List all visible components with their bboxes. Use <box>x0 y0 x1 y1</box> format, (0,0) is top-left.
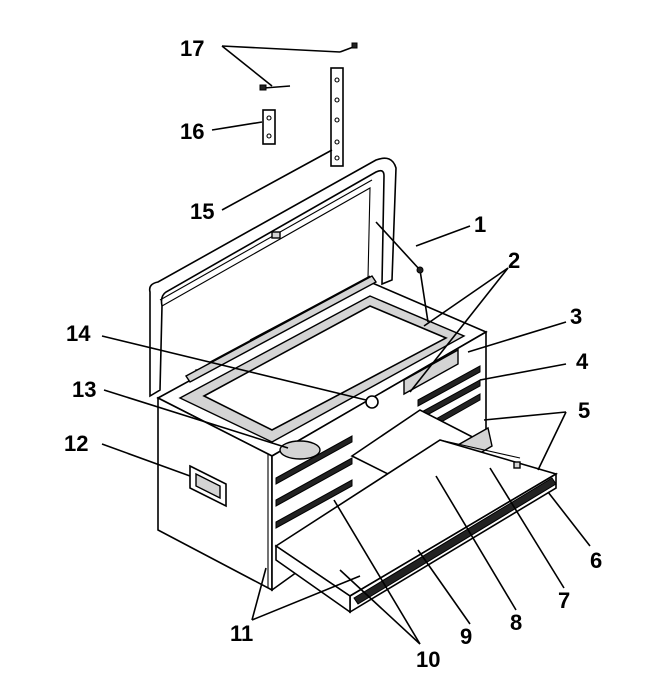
callout-labels: 17 16 15 1 2 3 14 4 13 5 12 6 7 8 9 11 1… <box>64 36 602 672</box>
callout-13: 13 <box>72 377 96 402</box>
chest-lid <box>148 157 397 399</box>
side-handle-12 <box>189 464 227 508</box>
front-emblem <box>279 440 321 460</box>
callout-11: 11 <box>230 621 253 646</box>
callout-9: 9 <box>460 624 472 649</box>
screw-part-17a <box>259 84 291 91</box>
callout-8: 8 <box>510 610 522 635</box>
callout-17: 17 <box>180 36 204 61</box>
callout-5: 5 <box>578 398 590 423</box>
hinge-part-15 <box>330 67 344 167</box>
callout-3: 3 <box>570 304 582 329</box>
callout-16: 16 <box>180 119 204 144</box>
callout-2: 2 <box>508 248 520 273</box>
callout-14: 14 <box>66 321 91 346</box>
screw-part-17b <box>339 42 358 53</box>
lock-14 <box>365 395 379 409</box>
open-large-drawer-9 <box>274 439 558 614</box>
callout-10: 10 <box>416 647 440 672</box>
callout-12: 12 <box>64 431 88 456</box>
callout-4: 4 <box>576 349 589 374</box>
callout-1: 1 <box>474 212 486 237</box>
leader-lines <box>101 45 591 645</box>
callout-7: 7 <box>558 588 570 613</box>
callout-15: 15 <box>190 199 214 224</box>
hasp-part-16 <box>262 109 276 145</box>
callout-6: 6 <box>590 548 602 573</box>
lid-support-1 <box>375 221 429 323</box>
